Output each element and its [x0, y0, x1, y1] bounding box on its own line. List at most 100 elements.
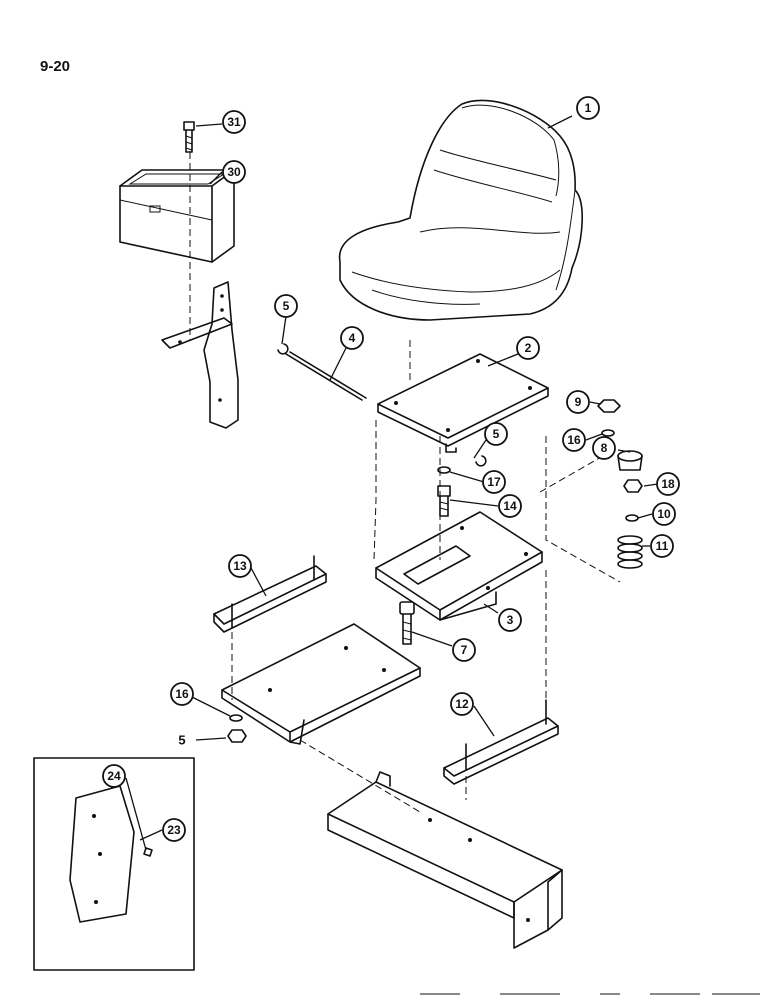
- callout-10: 10: [652, 502, 676, 526]
- leader-4: [329, 347, 347, 381]
- svg-text:7: 7: [461, 643, 468, 657]
- inset-box: [33, 757, 195, 971]
- page-number: 9-20: [40, 58, 71, 75]
- tool-box-bracket: [161, 281, 239, 429]
- washer-10: [625, 514, 639, 522]
- slide-rail-13: [213, 555, 327, 633]
- cushion-pad: [69, 785, 135, 923]
- svg-text:3: 3: [507, 613, 514, 627]
- callout-16-lower: 16: [170, 682, 194, 706]
- seat: [338, 99, 583, 321]
- retaining-clip-upper: [277, 343, 289, 355]
- assembly-line: [373, 420, 377, 561]
- adjuster-rod: [285, 351, 367, 401]
- callout-13: 13: [228, 554, 252, 578]
- callout-4: 4: [340, 326, 364, 350]
- leader-16-lower: [189, 695, 231, 717]
- svg-text:5: 5: [493, 427, 500, 441]
- callout-11: 11: [650, 534, 674, 558]
- leader-12: [473, 705, 495, 737]
- nut-5-lower: [227, 729, 247, 743]
- svg-text:13: 13: [233, 559, 247, 573]
- base-plate: [221, 623, 421, 745]
- svg-text:12: 12: [455, 697, 469, 711]
- svg-text:2: 2: [525, 341, 532, 355]
- leader-5-middle: [473, 439, 487, 459]
- callout-23: 23: [162, 818, 186, 842]
- lock-nut-18: [623, 479, 643, 493]
- callout-2: 2: [516, 336, 540, 360]
- rubber-bumper: [617, 450, 643, 471]
- svg-text:4: 4: [349, 331, 356, 345]
- support-frame: [327, 771, 563, 949]
- leader-3: [483, 603, 499, 614]
- callout-5-middle: 5: [484, 422, 508, 446]
- assembly-line: [545, 436, 621, 583]
- leader-5-lower: [195, 737, 227, 741]
- svg-text:16: 16: [567, 433, 581, 447]
- leader-31: [195, 123, 223, 127]
- callout-3: 3: [498, 608, 522, 632]
- svg-text:9: 9: [575, 395, 582, 409]
- leader-30: [209, 171, 223, 185]
- svg-text:11: 11: [656, 539, 669, 553]
- suspension-frame: [375, 511, 543, 621]
- tool-box: [119, 169, 235, 263]
- callout-30: 30: [222, 160, 246, 184]
- leader-2: [487, 353, 519, 367]
- tool-box-bolt: [183, 121, 195, 153]
- svg-text:31: 31: [227, 115, 241, 129]
- pad-screw: [143, 847, 153, 857]
- callout-12: 12: [450, 692, 474, 716]
- callout-8: 8: [592, 436, 616, 460]
- callout-5-upper: 5: [274, 294, 298, 318]
- callout-17: 17: [482, 470, 506, 494]
- leader-14: [449, 499, 499, 507]
- callout-16-upper: 16: [562, 428, 586, 452]
- svg-text:30: 30: [227, 165, 241, 179]
- svg-text:8: 8: [601, 441, 608, 455]
- callout-7: 7: [452, 638, 476, 662]
- svg-text:23: 23: [167, 823, 181, 837]
- leader-7: [411, 631, 453, 647]
- svg-text:10: 10: [657, 507, 671, 521]
- svg-text:14: 14: [503, 499, 517, 513]
- slide-rail-12: [443, 699, 559, 785]
- leader-8: [617, 449, 631, 453]
- svg-text:18: 18: [661, 477, 675, 491]
- callout-24: 24: [102, 764, 126, 788]
- leader-23: [139, 829, 163, 841]
- leader-9: [589, 401, 601, 405]
- washer-16-upper: [601, 429, 615, 437]
- leader-5-upper: [281, 315, 287, 345]
- callout-18: 18: [656, 472, 680, 496]
- leader-1: [547, 115, 573, 129]
- svg-text:1: 1: [585, 101, 592, 115]
- pivot-bolt: [437, 485, 451, 517]
- leader-16-upper: [585, 433, 603, 441]
- callout-14: 14: [498, 494, 522, 518]
- washer-17: [437, 466, 451, 474]
- assembly-line: [539, 451, 611, 493]
- leader-13: [249, 565, 267, 597]
- callout-1: 1: [576, 96, 600, 120]
- svg-text:17: 17: [487, 475, 501, 489]
- mount-nut-9: [597, 399, 621, 413]
- seat-plate: [377, 353, 549, 453]
- svg-text:24: 24: [107, 769, 121, 783]
- assembly-line: [299, 739, 421, 813]
- retaining-clip-lower: [475, 455, 487, 467]
- mounting-bolt-7: [399, 601, 415, 645]
- callout-5-lower: 5: [178, 733, 185, 748]
- leader-24: [125, 777, 147, 851]
- washer-16-lower: [229, 714, 243, 722]
- leader-17: [449, 471, 485, 483]
- coil-spring: [617, 535, 643, 569]
- leader-18: [643, 483, 659, 487]
- callout-31: 31: [222, 110, 246, 134]
- leader-10: [637, 513, 653, 519]
- svg-text:5: 5: [283, 299, 290, 313]
- callout-9: 9: [566, 390, 590, 414]
- svg-text:16: 16: [175, 687, 189, 701]
